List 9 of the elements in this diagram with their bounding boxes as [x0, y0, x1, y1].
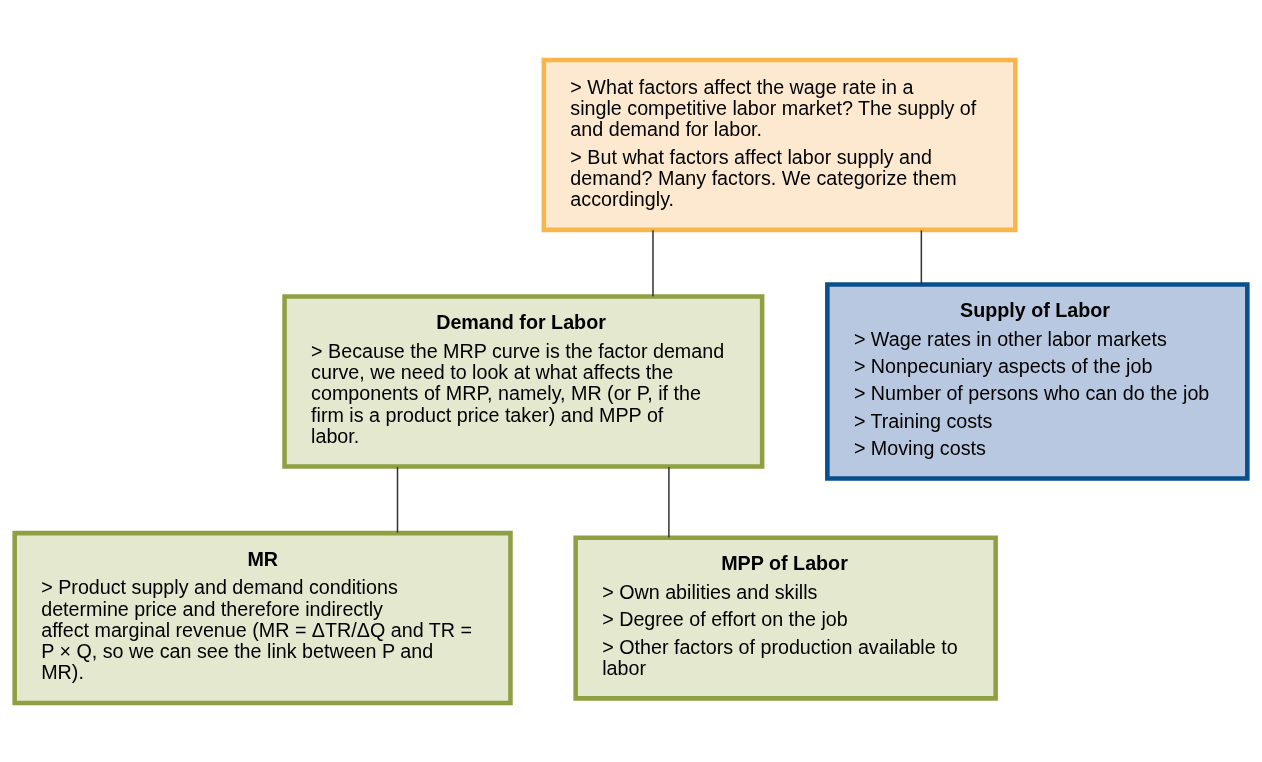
connector [668, 465, 670, 538]
node-box: MPP of Labor > Own abilities and skills > Degree of effort on the job > Other factors of production available to labor [573, 534, 998, 701]
connector [920, 229, 923, 285]
node-box: > What factors affect the wage rate in a single competitive labor market? The supply of and demand for labor. > But what factors affect labor supply and demand? Many factors. We categorize them accordingly. [541, 57, 1018, 232]
node-box: Demand for Labor > Because the MRP curve is the factor demand curve, we need to look at what affects the components of MRP, namely, MR (or P, if the firm is a product price taker) and MPP of labor. [282, 293, 765, 469]
connector [652, 229, 654, 297]
node-box: MR > Product supply and demand conditions determine price and therefore indirectly affect marginal revenue (MR = ΔTR/ΔQ and TR = P × Q, so we can see the link between P and MR). [12, 530, 513, 705]
connector [396, 465, 399, 533]
node-box: Supply of Labor > Wage rates in other labor markets > Nonpecuniary aspects of the job > Number of persons who can do the job > Training costs > Moving costs [825, 281, 1250, 481]
